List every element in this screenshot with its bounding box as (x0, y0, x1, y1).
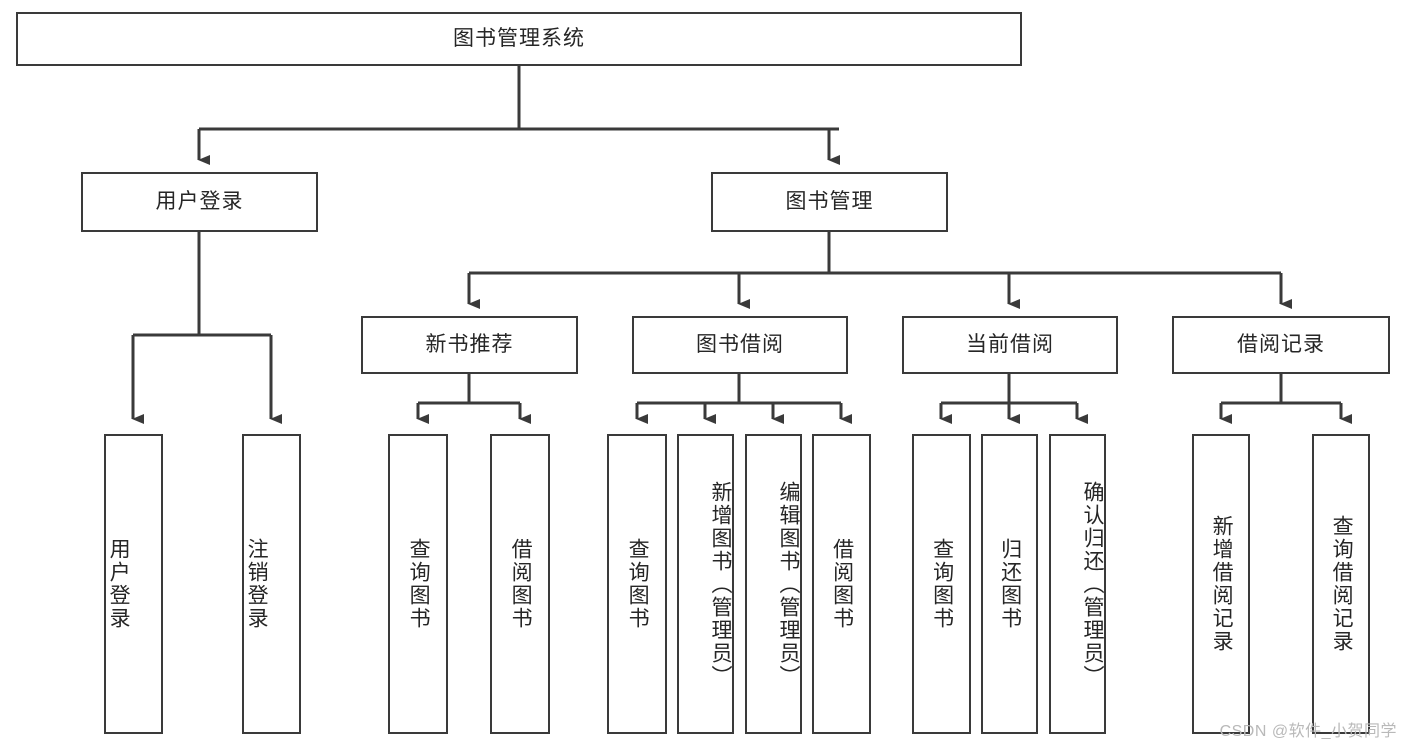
leaf-new-book-borrow[interactable]: 借阅图书 (490, 434, 550, 734)
node-book-management[interactable]: 图书管理 (711, 172, 948, 232)
leaf-borrow-record-query[interactable]: 查询借阅记录 (1312, 434, 1370, 734)
node-root-system[interactable]: 图书管理系统 (16, 12, 1022, 66)
leaf-new-book-query[interactable]: 查询图书 (388, 434, 448, 734)
csdn-watermark: CSDN @软件_小贺同学 (1219, 723, 1397, 740)
leaf-current-borrow-confirm[interactable]: 确认归还（管理员） (1049, 434, 1106, 734)
leaf-current-borrow-return[interactable]: 归还图书 (981, 434, 1038, 734)
node-current-borrow[interactable]: 当前借阅 (902, 316, 1118, 374)
node-borrow-record[interactable]: 借阅记录 (1172, 316, 1390, 374)
leaf-book-borrow-borrow[interactable]: 借阅图书 (812, 434, 871, 734)
leaf-book-borrow-query[interactable]: 查询图书 (607, 434, 667, 734)
leaf-current-borrow-query[interactable]: 查询图书 (912, 434, 971, 734)
leaf-user-login-login[interactable]: 用户登录 (104, 434, 163, 734)
leaf-borrow-record-add[interactable]: 新增借阅记录 (1192, 434, 1250, 734)
node-user-login[interactable]: 用户登录 (81, 172, 318, 232)
leaf-user-login-logout[interactable]: 注销登录 (242, 434, 301, 734)
node-book-borrow[interactable]: 图书借阅 (632, 316, 848, 374)
node-new-book-recommend[interactable]: 新书推荐 (361, 316, 578, 374)
leaf-book-borrow-add[interactable]: 新增图书（管理员） (677, 434, 734, 734)
leaf-book-borrow-edit[interactable]: 编辑图书（管理员） (745, 434, 802, 734)
